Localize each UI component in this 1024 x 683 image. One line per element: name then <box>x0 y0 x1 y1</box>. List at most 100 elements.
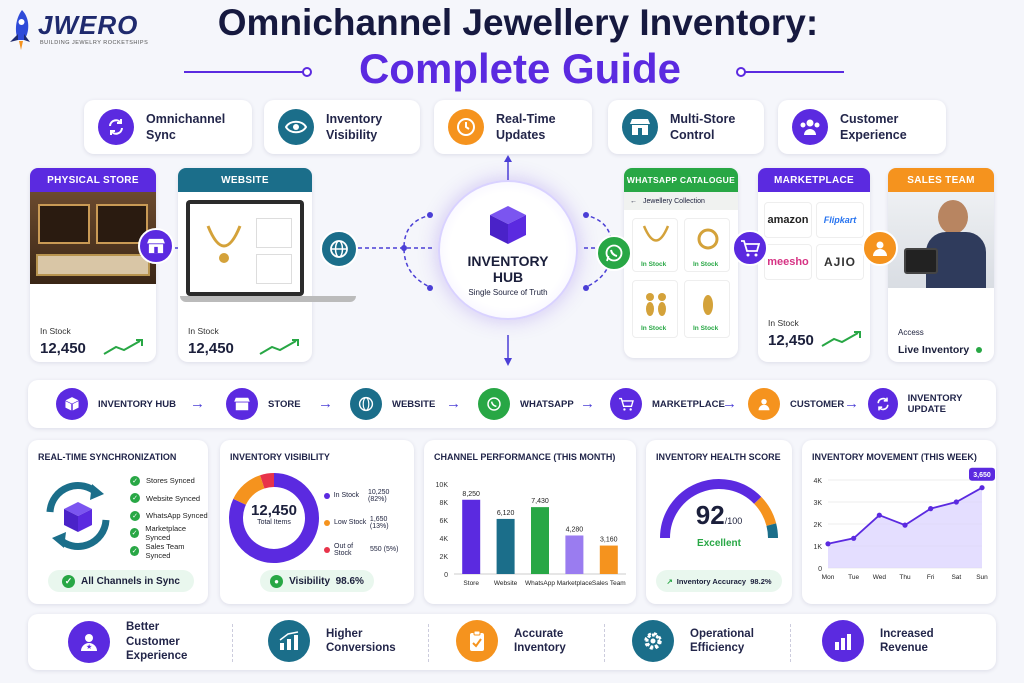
arrow-right-icon: → <box>580 395 595 412</box>
feature-multi-store-control: Multi-Store Control <box>608 100 764 154</box>
user-icon <box>862 230 898 266</box>
y-tick-label: 8K <box>439 500 448 507</box>
benefit-accurate-inventory: Accurate Inventory <box>456 620 566 662</box>
feature-omnichannel-sync: Omnichannel Sync <box>84 100 252 154</box>
x-tick-label: Sat <box>951 574 961 581</box>
in-stock-label: In Stock <box>641 325 667 332</box>
jwero-logo: JWERO BUILDING JEWELRY ROCKETSHIPS <box>6 6 166 56</box>
feature-customer-experience: Customer Experience <box>778 100 946 154</box>
flow-label: MARKETPLACE <box>652 398 725 410</box>
y-tick-label: 0 <box>444 572 448 579</box>
flow-label: CUSTOMER <box>790 398 845 410</box>
product-tile[interactable]: In Stock <box>632 280 678 338</box>
clock-icon <box>448 109 484 145</box>
sync-icon <box>868 388 898 420</box>
y-tick-label: 0 <box>818 566 822 573</box>
arrow-right-icon: → <box>722 395 737 412</box>
channel-header: MARKETPLACE <box>758 168 870 192</box>
flow-step-whatsapp: WHATSAPP <box>478 388 574 420</box>
arrow-right-icon: → <box>844 395 859 412</box>
donut-slice <box>229 473 319 563</box>
salesperson-image <box>888 192 994 288</box>
whatsapp-icon <box>596 235 632 271</box>
flow-step-inventory-hub: INVENTORY HUB <box>56 388 176 420</box>
stock-label: In Stock <box>40 326 71 336</box>
panel-title: INVENTORY HEALTH SCORE <box>656 452 781 462</box>
benefit-label: Accurate Inventory <box>514 627 566 655</box>
hub-subtitle: Single Source of Truth <box>468 288 548 297</box>
growth-chart-icon <box>268 620 310 662</box>
bar-value-label: 3,160 <box>600 537 618 544</box>
feature-real-time-updates: Real-Time Updates <box>434 100 592 154</box>
x-tick-label: Wed <box>873 574 887 581</box>
divider <box>790 624 791 662</box>
sync-item: ✓Marketplace Synced <box>130 524 187 543</box>
title-rule-dot <box>736 67 746 77</box>
y-tick-label: 2K <box>813 522 822 529</box>
title-rule-dot <box>302 67 312 77</box>
arrow-right-icon: → <box>318 395 333 412</box>
check-icon: ✓ <box>130 475 140 486</box>
y-tick-label: 10K <box>436 482 449 489</box>
store-icon <box>138 228 174 264</box>
gear-icon <box>632 620 674 662</box>
x-tick-label: WhatsApp <box>525 580 555 587</box>
box-icon <box>56 388 88 420</box>
benefit-label: Operational Efficiency <box>690 627 754 655</box>
product-tile[interactable]: In Stock <box>684 218 730 272</box>
sync-item: ✓Stores Synced <box>130 472 208 490</box>
stock-value: 12,450 <box>188 340 234 357</box>
x-tick-label: Sales Team <box>592 580 626 587</box>
gauge-segment <box>766 523 778 539</box>
flow-step-inventory-update: INVENTORY UPDATE <box>868 388 996 420</box>
page-subtitle: Complete Guide <box>358 45 682 92</box>
legend-dot <box>324 519 330 526</box>
benefit-label: Higher Conversions <box>326 627 396 655</box>
sync-item: ✓Website Synced <box>130 490 208 508</box>
whatsapp-collection-bar: ← Jewellery Collection <box>624 192 738 210</box>
flipkart-logo: Flipkart <box>816 202 864 238</box>
star-user-icon: ★ <box>68 620 110 663</box>
flow-step-customer: CUSTOMER <box>748 388 844 420</box>
inventory-hub: INVENTORY HUB Single Source of Truth <box>438 180 578 320</box>
x-tick-label: Marketplace <box>557 580 593 587</box>
back-arrow-icon[interactable]: ← <box>630 197 637 205</box>
donut-slice <box>233 475 265 506</box>
product-tile[interactable]: In Stock <box>684 280 730 338</box>
y-tick-label: 6K <box>439 518 448 525</box>
benefit-label: Increased Revenue <box>880 627 934 655</box>
bar-chart-icon <box>822 620 864 662</box>
clipboard-check-icon <box>456 620 498 662</box>
total-items-label: Total Items <box>257 519 291 526</box>
channel-header: PHYSICAL STORE <box>30 168 156 192</box>
sync-status-badge: ✓All Channels in Sync <box>48 570 194 592</box>
data-point <box>928 506 934 512</box>
flow-label: STORE <box>268 398 301 410</box>
total-items-value: 12,450 <box>251 502 297 519</box>
check-icon: ✓ <box>130 510 140 521</box>
eye-icon: ● <box>270 574 284 588</box>
store-icon <box>622 109 658 145</box>
legend-dot <box>324 546 330 553</box>
x-tick-label: Fri <box>927 574 935 581</box>
feature-label: Customer Experience <box>840 112 907 142</box>
divider <box>428 624 429 662</box>
arrow-right-icon: → <box>446 395 461 412</box>
data-point <box>876 512 882 518</box>
cart-icon <box>732 230 768 266</box>
bar <box>531 507 549 574</box>
gauge-segment <box>660 479 762 539</box>
eye-icon <box>278 109 314 145</box>
callout-badge <box>969 467 995 481</box>
flow-label: WEBSITE <box>392 398 436 410</box>
x-tick-label: Sun <box>976 574 988 581</box>
x-tick-label: Store <box>463 580 479 587</box>
product-tile[interactable]: In Stock <box>632 218 678 272</box>
gauge-segment <box>753 496 777 527</box>
area-fill <box>828 487 982 568</box>
stock-value: 12,450 <box>40 340 86 357</box>
